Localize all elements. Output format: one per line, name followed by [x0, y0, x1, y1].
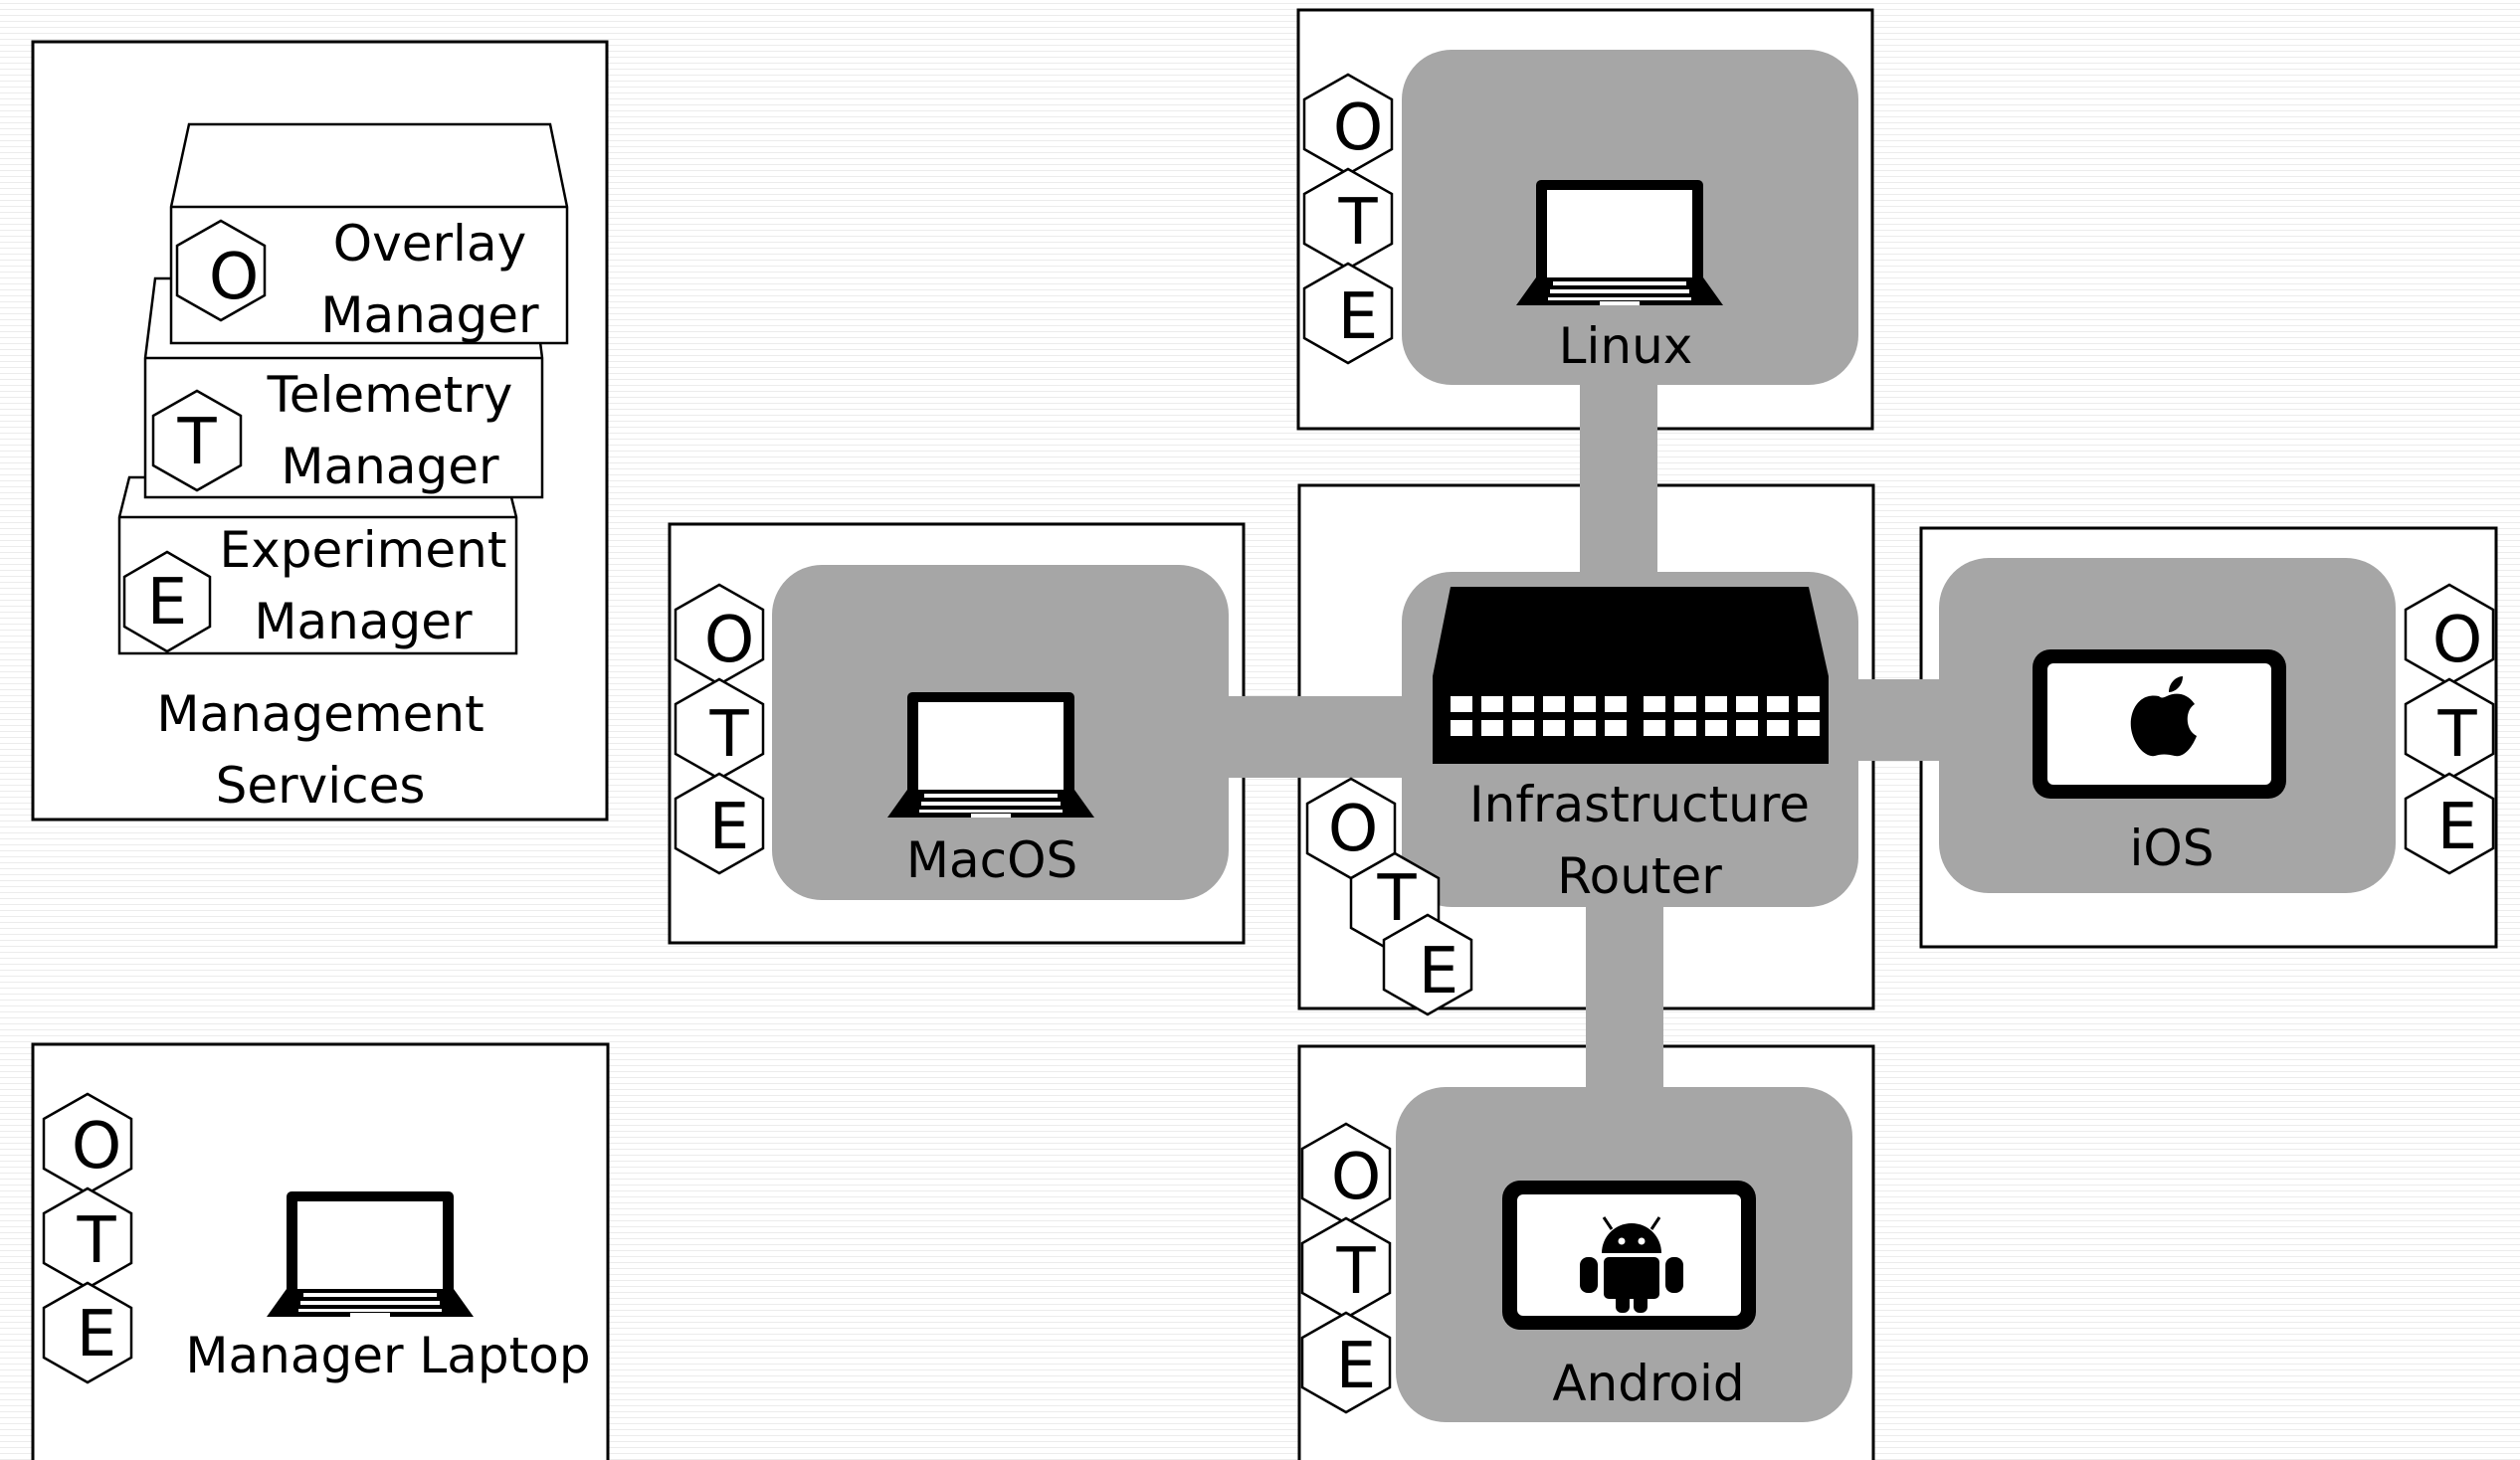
ote-letter-e: E — [1338, 280, 1378, 354]
switch-port — [1605, 696, 1627, 712]
management-services-label-line2: Services — [216, 757, 426, 815]
macos-label: MacOS — [906, 831, 1077, 889]
ote-letter-o: O — [1333, 91, 1383, 165]
ote-letter-t: T — [76, 1204, 116, 1278]
ote-letter-o: O — [704, 604, 754, 677]
router-ote-stack: O T E — [1305, 777, 1473, 1016]
overlay-hexagon-icon: O — [175, 219, 267, 322]
switch-port — [1674, 720, 1696, 736]
switch-port — [1644, 696, 1665, 712]
ote-letter-o: O — [1331, 1141, 1381, 1214]
switch-port — [1767, 696, 1789, 712]
experiment-hexagon-icon: E — [122, 550, 212, 653]
switch-port — [1451, 696, 1472, 712]
android-logo-icon — [1580, 1216, 1683, 1313]
telemetry-hexagon-icon: T — [151, 389, 243, 492]
switch-port — [1451, 720, 1472, 736]
linux-label: Linux — [1559, 317, 1693, 375]
linux-node: Linux O T E — [1302, 73, 1723, 375]
manager-laptop-panel: O T E Manager Laptop — [31, 1042, 610, 1460]
macos-ote-stack: O T E — [674, 583, 765, 875]
router-label-line1: Infrastructure — [1469, 776, 1810, 833]
network-switch-icon — [1433, 587, 1829, 764]
manager-ote-stack: O T E — [42, 1092, 133, 1384]
switch-port — [1798, 720, 1820, 736]
switch-port — [1512, 696, 1534, 712]
ote-letter-t: T — [708, 698, 749, 772]
laptop-icon — [887, 692, 1094, 818]
router-node: Infrastructure Router O T E — [1305, 587, 1829, 1016]
ote-letter-o: O — [2432, 604, 2482, 677]
overlay-manager-label-line1: Overlay — [333, 215, 526, 273]
ote-letter-o: O — [72, 1110, 121, 1184]
laptop-icon — [267, 1191, 474, 1317]
switch-port — [1644, 720, 1665, 736]
router-label-line2: Router — [1557, 847, 1722, 905]
ote-letter-t: T — [1376, 862, 1417, 936]
overlay-manager-card: O Overlay Manager — [169, 122, 569, 345]
ote-letter-e: E — [2437, 791, 2477, 864]
experiment-manager-label-line2: Manager — [254, 593, 473, 650]
switch-port — [1798, 696, 1820, 712]
switch-port — [1736, 720, 1758, 736]
tablet-icon — [2033, 649, 2286, 799]
android-node: Android O T E — [1300, 1122, 1756, 1414]
switch-port — [1543, 720, 1565, 736]
switch-port — [1574, 720, 1596, 736]
telemetry-manager-label-line2: Manager — [281, 438, 499, 495]
switch-port — [1481, 720, 1503, 736]
switch-port — [1705, 720, 1727, 736]
switch-port — [1674, 696, 1696, 712]
ote-letter-e: E — [709, 791, 749, 864]
switch-port — [1736, 696, 1758, 712]
macos-node: MacOS O T E — [674, 583, 1094, 889]
overlay-hex-letter: O — [209, 241, 259, 314]
overlay-manager-label-line2: Manager — [320, 286, 539, 344]
android-label: Android — [1552, 1355, 1744, 1412]
experiment-manager-label-line1: Experiment — [220, 521, 507, 579]
link-router-android — [1586, 900, 1663, 1099]
ote-letter-t: T — [1337, 186, 1378, 260]
switch-port — [1767, 720, 1789, 736]
switch-port — [1543, 696, 1565, 712]
ote-letter-e: E — [77, 1298, 116, 1371]
tablet-icon — [1502, 1181, 1756, 1330]
ote-letter-e: E — [1419, 935, 1458, 1008]
ote-letter-o: O — [1328, 793, 1378, 866]
management-services-panel: E Experiment Manager T Telemetry Manager… — [31, 40, 609, 821]
ios-ote-stack: O T E — [2404, 583, 2495, 875]
ote-letter-e: E — [1336, 1330, 1376, 1403]
android-ote-stack: O T E — [1300, 1122, 1392, 1414]
link-router-ios — [1841, 679, 1950, 761]
apple-logo-icon — [2130, 676, 2197, 757]
linux-ote-stack: O T E — [1302, 73, 1394, 365]
switch-port — [1605, 720, 1627, 736]
management-services-label-line1: Management — [156, 685, 484, 743]
switch-port — [1481, 696, 1503, 712]
laptop-icon — [1516, 180, 1723, 305]
telemetry-hex-letter: T — [176, 406, 217, 479]
switch-port — [1574, 696, 1596, 712]
ios-label: iOS — [2130, 820, 2215, 877]
ote-letter-t: T — [1335, 1235, 1376, 1309]
ios-node: iOS O T E — [2033, 583, 2495, 877]
switch-port — [1512, 720, 1534, 736]
link-linux-router — [1580, 383, 1657, 582]
experiment-hex-letter: E — [147, 566, 187, 639]
ote-letter-t: T — [2436, 698, 2477, 772]
experiment-manager-card: E Experiment Manager — [117, 475, 518, 655]
manager-laptop-label: Manager Laptop — [185, 1327, 590, 1384]
telemetry-manager-label-line1: Telemetry — [267, 366, 513, 424]
switch-port — [1705, 696, 1727, 712]
